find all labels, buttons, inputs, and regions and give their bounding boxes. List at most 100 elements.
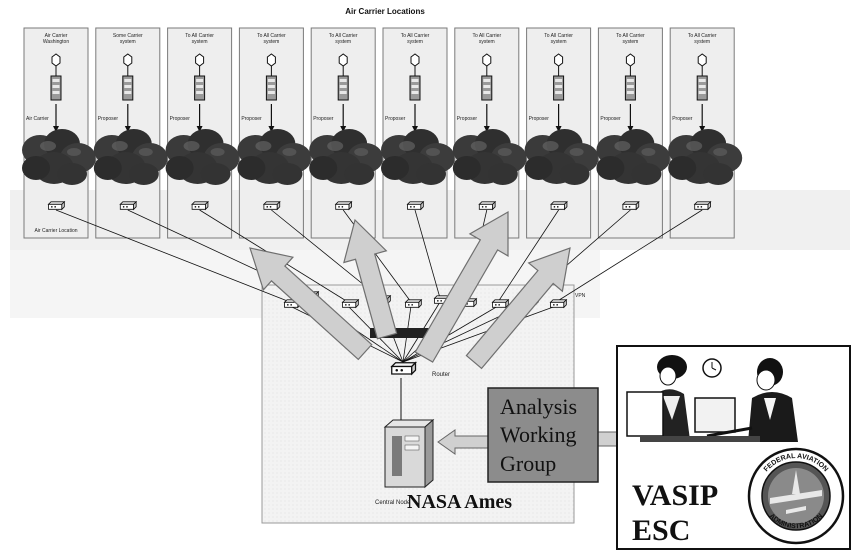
router-cluster [284,291,567,338]
device-icon [696,75,708,101]
router-icon [263,201,281,210]
carrier-sub: system [192,39,208,45]
site-label: Proposer [241,116,262,122]
carrier-sub: system [407,39,423,45]
carrier-sub: system [551,39,567,45]
site-label: Proposer [672,116,693,122]
router-icon [335,201,352,210]
device-icon [50,75,62,101]
device-icon [337,75,349,101]
router-icon [191,201,209,210]
router-icon [407,201,424,210]
router-icon [492,299,509,308]
router-icon [622,201,640,210]
site-label: Proposer [385,116,406,122]
site-label: Air Carrier [26,116,49,122]
server-icon [383,418,435,489]
esc-label: ESC [632,514,690,547]
concentrator-icon [370,328,430,338]
data-flow-arrows [249,210,571,370]
faa-seal-logo: FEDERAL AVIATION ADMINISTRATION [747,447,845,545]
router-icon [550,201,568,210]
device-icon [624,75,636,101]
meeting-clipart-icon [625,352,840,442]
carrier-sub: system [694,39,710,45]
carrier-link [414,209,441,299]
carrier-sub: system [622,39,638,45]
router-icon [119,201,137,210]
carrier-link [55,209,291,303]
carrier-sub: Washington [43,39,69,45]
router-icon [48,201,65,210]
router-icon [694,201,711,210]
site-label: Proposer [457,116,478,122]
carrier-sub: system [120,39,136,45]
router-icon [478,201,496,210]
flow-arrow [343,218,398,340]
node-icon [554,53,564,67]
router-icon [342,299,359,308]
flow-arrow [465,247,571,370]
flow-arrow [414,210,509,363]
carrier-name: To All Carrier [329,33,358,39]
carrier-sub: system [263,39,279,45]
vpn-label: VPN [575,293,586,299]
site-label: Proposer [170,116,191,122]
nasa-ames-label: NASA Ames [407,491,512,513]
node-icon [195,53,205,67]
carrier-name: Some Carrier [113,33,143,39]
site-label: Proposer [313,116,334,122]
carrier-name: To All Carrier [257,33,286,39]
carrier-name: To All Carrier [401,33,430,39]
node-icon [697,53,707,67]
device-icon [409,75,421,101]
device-icon [265,75,277,101]
core-router-icon [391,362,417,375]
node-icon [266,53,276,67]
router-icon [550,299,567,308]
node-icon [625,53,635,67]
carrier-link [497,209,559,303]
router-label: Router [432,372,450,378]
diagram-title: Air Carrier Locations [345,7,425,16]
central-node-label: Central Node [375,500,411,506]
carrier-name: Air Carrier [45,33,68,39]
vasip-label: VASIP [632,479,718,512]
carrier-sub: system [335,39,351,45]
flow-arrow [249,247,373,361]
node-icon [123,53,133,67]
node-icon [51,53,61,67]
site-label: Proposer [529,116,550,122]
analysis-line-2: Working [500,422,576,447]
node-icon [338,53,348,67]
router-icon [405,299,422,308]
device-icon [481,75,493,101]
carrier-sub: system [479,39,495,45]
carrier-footer: Air Carrier Location [34,228,77,234]
device-icon [194,75,206,101]
analysis-working-group-box [487,387,599,483]
device-icon [553,75,565,101]
carrier-name: To All Carrier [185,33,214,39]
carrier-name: To All Carrier [472,33,501,39]
node-icon [482,53,492,67]
carrier-name: To All Carrier [688,33,717,39]
carrier-name: To All Carrier [544,33,573,39]
analysis-line-3: Group [500,451,556,476]
node-icon [410,53,420,67]
device-icon [122,75,134,101]
site-label: Proposer [600,116,621,122]
site-label: Proposer [98,116,119,122]
vasip-esc-panel: VASIP ESC FEDERAL AVIATION ADMINISTRATIO… [616,345,851,550]
